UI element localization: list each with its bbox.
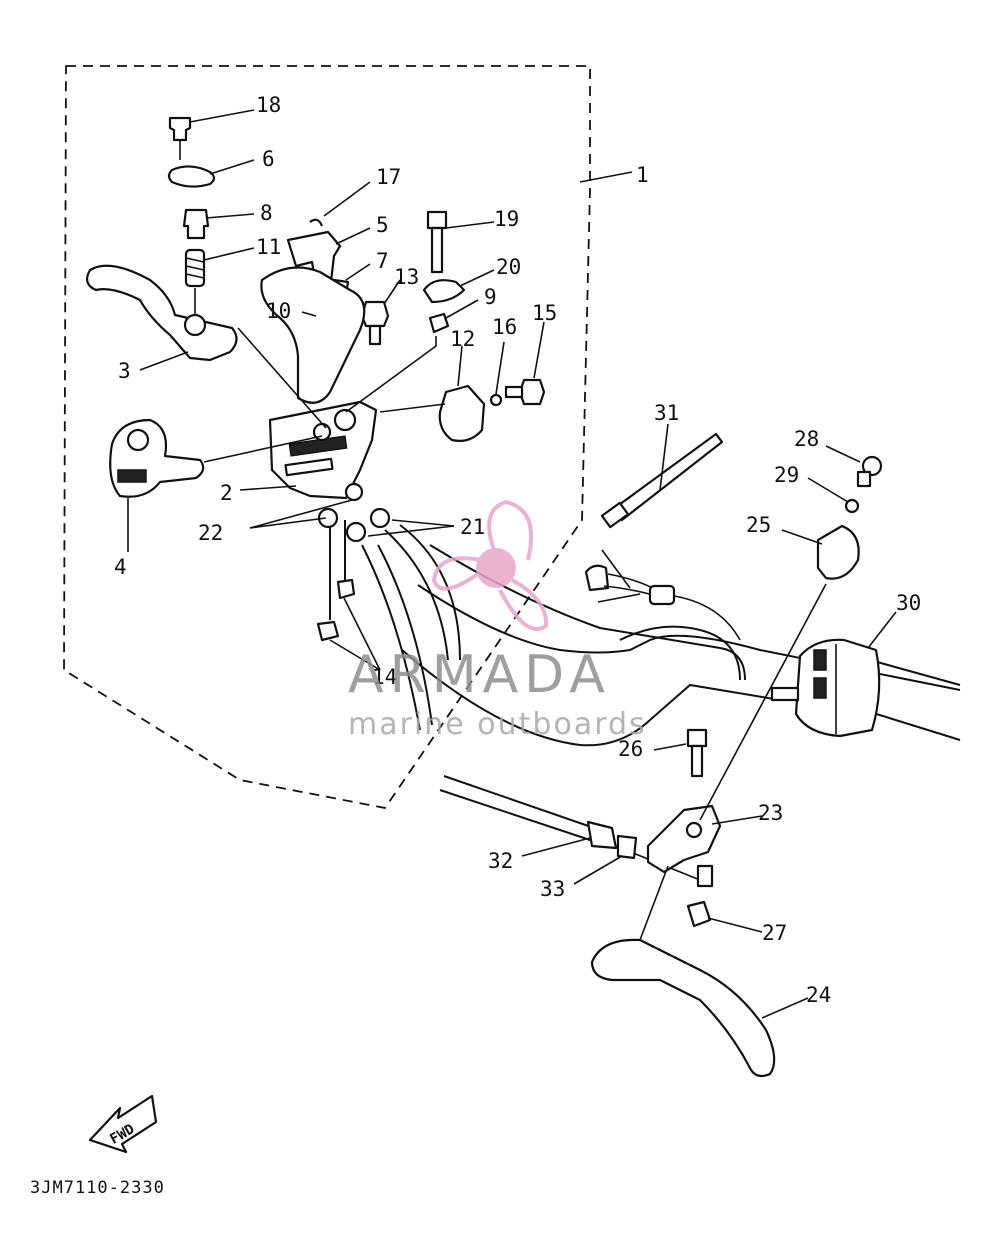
part-33-nut <box>616 834 638 860</box>
part-27-nut <box>686 900 712 928</box>
leader-lines <box>127 109 897 1019</box>
brake-switch-harness <box>584 549 741 641</box>
part-4-clamp <box>109 418 205 498</box>
callout-25: 25 <box>746 513 771 537</box>
part-23-stub <box>696 864 714 888</box>
callout-31: 31 <box>654 401 679 425</box>
part-9-nut <box>428 312 450 334</box>
callout-2: 2 <box>220 481 233 505</box>
part-23-lever-holder <box>646 804 722 874</box>
handlebar <box>401 544 961 747</box>
callout-26: 26 <box>618 737 643 761</box>
callout-14: 14 <box>372 665 397 689</box>
callout-13: 13 <box>394 265 419 289</box>
part-3-pivot <box>183 313 207 337</box>
callout-20: 20 <box>496 255 521 279</box>
part-11-spring <box>184 248 206 316</box>
part-18-screw <box>168 116 192 160</box>
parts-21-22-banjo-fittings <box>317 482 391 543</box>
part-14-nuts <box>316 578 356 642</box>
part-26-bolt <box>686 728 708 778</box>
watermark-tagline: marine outboards <box>348 707 647 742</box>
callout-6: 6 <box>262 147 275 171</box>
callout-12: 12 <box>450 327 475 351</box>
callout-10: 10 <box>266 299 291 323</box>
part-31-cable-tie <box>600 432 724 529</box>
part-29-washer <box>844 498 860 514</box>
part-19-bolt <box>426 210 448 274</box>
callout-30: 30 <box>896 591 921 615</box>
part-20-holder <box>422 279 466 304</box>
reservoir <box>260 266 366 404</box>
part-12-holder <box>438 384 486 442</box>
callout-23: 23 <box>758 801 783 825</box>
part-23-pivot <box>685 821 703 839</box>
callout-15: 15 <box>532 301 557 325</box>
assembly-1-boundary <box>63 65 591 809</box>
propeller-logo-icon <box>431 499 549 632</box>
callout-22: 22 <box>198 521 223 545</box>
part-15-bolt <box>504 378 546 406</box>
callout-9: 9 <box>484 285 497 309</box>
callout-1: 1 <box>636 163 649 187</box>
callout-32: 32 <box>488 849 513 873</box>
diagram-code: 3JM7110-2330 <box>30 1178 165 1198</box>
callout-8: 8 <box>260 201 273 225</box>
part-32-adjuster <box>586 820 618 850</box>
part-25-bracket <box>816 524 860 580</box>
armada-watermark: ARMADA marine outboards <box>348 499 647 742</box>
part-2-master-cylinder <box>268 400 378 500</box>
callout-18: 18 <box>256 93 281 117</box>
callout-28: 28 <box>794 427 819 451</box>
part-24-clutch-lever <box>590 938 776 1078</box>
callout-3: 3 <box>118 359 131 383</box>
callout-17: 17 <box>376 165 401 189</box>
callout-33: 33 <box>540 877 565 901</box>
part-6-plate <box>167 165 216 188</box>
brake-hoses <box>329 520 461 731</box>
fwd-arrow-icon: FWD <box>88 1094 158 1154</box>
part-30-switch-housing <box>770 638 881 738</box>
part-3-lever <box>85 264 238 362</box>
callout-7: 7 <box>376 249 389 273</box>
callout-11: 11 <box>256 235 281 259</box>
callout-19: 19 <box>494 207 519 231</box>
part-8-cap <box>182 208 210 240</box>
part-17-clip <box>309 218 324 227</box>
part-16-washer <box>489 393 503 407</box>
part-28-screw <box>856 455 883 488</box>
callout-24: 24 <box>806 983 831 1007</box>
callout-5: 5 <box>376 213 389 237</box>
callout-27: 27 <box>762 921 787 945</box>
callout-16: 16 <box>492 315 517 339</box>
part-13-bolt <box>360 300 390 346</box>
callout-29: 29 <box>774 463 799 487</box>
watermark-brand: ARMADA <box>348 645 611 705</box>
callout-21: 21 <box>460 515 485 539</box>
callout-4: 4 <box>114 555 127 579</box>
